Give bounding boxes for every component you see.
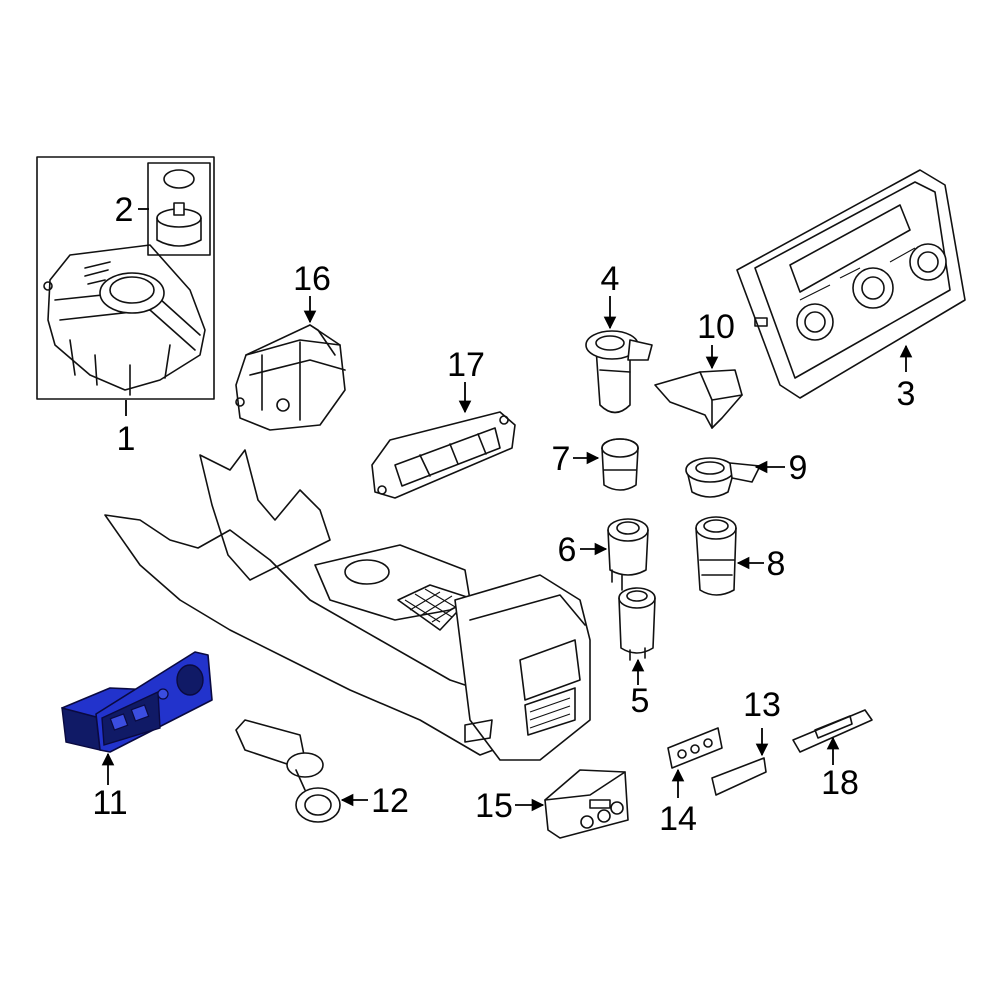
callout-labels: 1 2 3 4 5 6 7 8 9 10 11 12 13 14 15 16 1… (92, 191, 915, 838)
callout-11: 11 (92, 784, 127, 822)
callout-13: 13 (743, 686, 781, 724)
part-14-plate[interactable] (667, 727, 723, 769)
part-1-frame (36, 156, 215, 400)
part-9-ring[interactable] (685, 457, 761, 498)
callout-16: 16 (293, 260, 331, 298)
callout-9: 9 (789, 449, 808, 487)
part-2-knob[interactable] (147, 162, 211, 256)
part-11-usb-aux-panel[interactable] (61, 651, 213, 753)
center-console (104, 449, 591, 761)
part-13-strip[interactable] (711, 757, 767, 796)
callout-3: 3 (897, 375, 916, 413)
part-17-switch-panel[interactable] (371, 411, 516, 499)
leader-lines (101, 208, 913, 812)
callout-14: 14 (659, 800, 697, 838)
callout-12: 12 (371, 782, 409, 820)
part-7-cap[interactable] (601, 438, 639, 491)
callout-10: 10 (697, 308, 735, 346)
part-16-module[interactable] (235, 324, 346, 431)
part-8-socket[interactable] (695, 516, 737, 596)
part-12-lighter[interactable] (235, 719, 341, 823)
callout-8: 8 (767, 545, 786, 583)
part-3-climate-panel[interactable] (736, 169, 966, 399)
callout-18: 18 (821, 764, 859, 802)
part-6-socket[interactable] (607, 518, 649, 591)
callout-7: 7 (552, 440, 571, 478)
callout-6: 6 (558, 531, 577, 569)
part-15-panel[interactable] (544, 769, 629, 839)
part-10-bracket[interactable] (654, 369, 743, 429)
callout-15: 15 (475, 787, 513, 825)
part-4-socket[interactable] (585, 330, 653, 414)
part-18-trim[interactable] (792, 709, 873, 753)
callout-4: 4 (601, 260, 620, 298)
callout-2: 2 (115, 191, 134, 229)
callout-5: 5 (631, 682, 650, 720)
callout-1: 1 (117, 420, 136, 458)
part-5-socket[interactable] (618, 587, 656, 661)
part-1-shifter-module[interactable] (36, 156, 215, 400)
callout-17: 17 (447, 346, 485, 384)
